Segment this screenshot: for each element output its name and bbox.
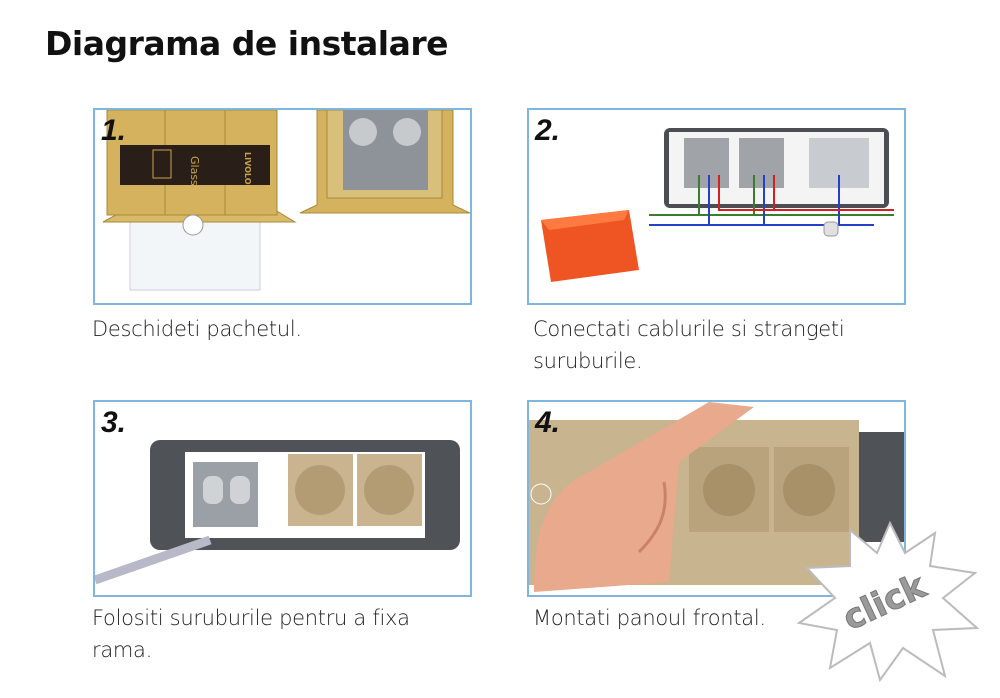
box-label: Glass	[188, 156, 201, 186]
wiring-illustration	[541, 128, 894, 282]
step-number: 4.	[535, 406, 561, 439]
step-2-caption: Conectati cablurile si strangeti surubur…	[533, 317, 845, 373]
frame-mounting-illustration	[95, 440, 460, 585]
page-title: Diagrama de instalare	[45, 24, 449, 63]
step-4-image: 4.	[527, 400, 906, 597]
step-2-image: 2.	[527, 108, 906, 305]
package-illustration: Glass LIVOLO	[102, 110, 470, 291]
step-number: 3.	[101, 406, 127, 439]
step-1-image: 1. Glass LIVOLO	[93, 108, 472, 305]
step-number: 1.	[101, 114, 127, 147]
step-1-caption: Deschideti pachetul.	[92, 317, 302, 341]
step-number: 2.	[535, 114, 561, 147]
click-starburst-badge: click	[796, 520, 980, 683]
box-brand: LIVOLO	[243, 152, 252, 185]
step-4-caption: Montati panoul frontal.	[533, 606, 766, 630]
step-3-image: 3.	[93, 400, 472, 597]
step-3-caption: Folositi suruburile pentru a fixa rama.	[92, 606, 410, 662]
front-panel-illustration	[529, 402, 904, 592]
